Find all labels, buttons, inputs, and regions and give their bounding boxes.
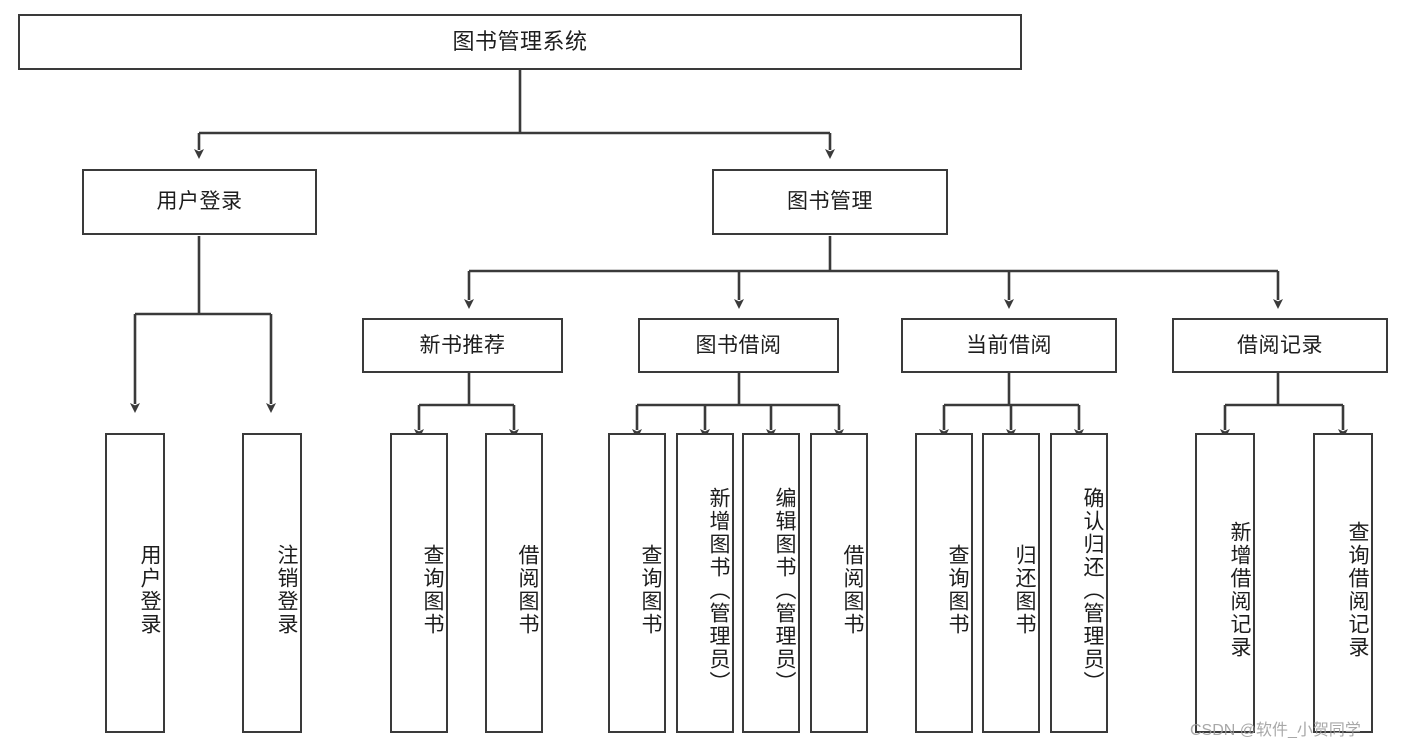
node-leaf-logout-login[interactable]: 注销登录 [242,433,302,733]
node-leaf-confirm-return[interactable]: 确认归还（管理员） [1050,433,1108,733]
node-leaf-query-book-2[interactable]: 查询图书 [608,433,666,733]
node-leaf-edit-book-label: 编辑图书（管理员） [773,486,796,694]
node-leaf-borrow-book-2[interactable]: 借阅图书 [810,433,868,733]
node-leaf-confirm-return-label: 确认归还（管理员） [1081,486,1104,694]
node-current-borrow[interactable]: 当前借阅 [901,318,1117,373]
node-new-book-recommend[interactable]: 新书推荐 [362,318,563,373]
node-leaf-user-login-label: 用户登录 [138,544,161,636]
node-user-login-label: 用户登录 [156,190,243,214]
node-root-label: 图书管理系统 [452,28,588,54]
node-borrow-record[interactable]: 借阅记录 [1172,318,1388,373]
node-borrow-record-label: 借阅记录 [1237,333,1323,357]
node-leaf-borrow-book-1-label: 借阅图书 [516,544,539,636]
csdn-watermark: CSDN @软件_小贺同学 [1190,722,1361,739]
node-book-management-label: 图书管理 [787,190,873,214]
node-leaf-query-book-1-label: 查询图书 [421,544,444,636]
node-leaf-query-book-3[interactable]: 查询图书 [915,433,973,733]
node-leaf-return-book-label: 归还图书 [1013,544,1036,636]
node-leaf-borrow-book-2-label: 借阅图书 [841,544,864,636]
node-current-borrow-label: 当前借阅 [966,333,1052,357]
node-leaf-add-record[interactable]: 新增借阅记录 [1195,433,1255,733]
node-new-book-recommend-label: 新书推荐 [419,333,506,357]
node-book-management[interactable]: 图书管理 [712,169,948,235]
node-leaf-edit-book[interactable]: 编辑图书（管理员） [742,433,800,733]
node-leaf-query-record-label: 查询借阅记录 [1346,521,1369,659]
node-leaf-add-book[interactable]: 新增图书（管理员） [676,433,734,733]
node-user-login[interactable]: 用户登录 [82,169,317,235]
node-leaf-user-login[interactable]: 用户登录 [105,433,165,733]
node-root[interactable]: 图书管理系统 [18,14,1022,70]
node-leaf-borrow-book-1[interactable]: 借阅图书 [485,433,543,733]
node-leaf-query-book-1[interactable]: 查询图书 [390,433,448,733]
node-leaf-add-book-label: 新增图书（管理员） [707,486,730,694]
node-leaf-logout-login-label: 注销登录 [275,544,298,636]
node-leaf-query-book-3-label: 查询图书 [946,544,969,636]
node-leaf-return-book[interactable]: 归还图书 [982,433,1040,733]
node-leaf-query-record[interactable]: 查询借阅记录 [1313,433,1373,733]
node-book-borrow[interactable]: 图书借阅 [638,318,839,373]
node-leaf-query-book-2-label: 查询图书 [639,544,662,636]
node-leaf-add-record-label: 新增借阅记录 [1228,521,1251,659]
node-book-borrow-label: 图书借阅 [695,333,782,357]
